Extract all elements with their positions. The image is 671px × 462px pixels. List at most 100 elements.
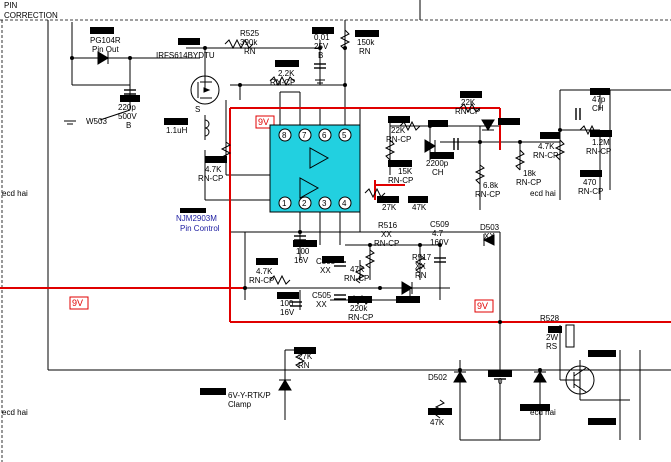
label-r525-type: RN xyxy=(244,47,256,56)
watermark-bottom-right: ecd hai xyxy=(530,408,556,417)
diodes xyxy=(97,51,547,391)
svg-text:9V: 9V xyxy=(258,117,269,127)
label-r220k-val: 220k xyxy=(350,304,368,313)
label-d503: D503 xyxy=(480,223,500,232)
label-c509: C509 xyxy=(430,220,450,229)
label-d502: D502 xyxy=(428,373,448,382)
ic-ref-tag xyxy=(180,208,206,213)
junctions xyxy=(70,46,562,372)
label-r15k-val: 15K xyxy=(398,167,413,176)
label-pin-out: Pin Out xyxy=(92,45,119,54)
inductor xyxy=(204,119,210,137)
label-r528-type: RS xyxy=(546,342,557,351)
label-r68k-val: 6.8k xyxy=(483,181,499,190)
label-pin-out-part: PG104R xyxy=(90,36,121,45)
label-d503-val: XX xyxy=(484,232,495,241)
label-r528-watt: 2W xyxy=(546,333,558,342)
label-r150k-val: 150k xyxy=(357,38,375,47)
fet-source-label: S xyxy=(195,105,200,114)
label-cap100-a-volt: 16V xyxy=(294,256,309,265)
label-cap100-b-val: 100 xyxy=(280,299,294,308)
svg-text:9V: 9V xyxy=(477,301,488,311)
label-cap-top-val: 0.01 xyxy=(314,33,330,42)
label-r22k-top: 2.2K xyxy=(278,69,295,78)
component-labels: PG104R Pin Out IRFS614BYDTU R525 390k RN… xyxy=(86,29,611,427)
label-r27k-low-val: 27K xyxy=(298,352,313,361)
label-r516-val: XX xyxy=(381,230,392,239)
ic-pin-7: 7 xyxy=(302,131,307,140)
label-cap47p-type: CH xyxy=(592,104,604,113)
watermark-right: ecd hai xyxy=(530,189,556,198)
label-cap220p-type: B xyxy=(126,121,131,130)
label-9v-c: 9V xyxy=(474,299,494,313)
label-cap100-a-val: 100 xyxy=(296,247,310,256)
ic-name: NJM2903M xyxy=(176,214,217,223)
label-cap220p-val: 220p xyxy=(118,103,136,112)
resistors xyxy=(220,29,601,419)
label-cap470-val: 470 xyxy=(583,178,597,187)
label-r47k-low-type: RN-CP xyxy=(249,276,274,285)
label-r22k-a-val: 22K xyxy=(391,126,406,135)
label-cap-top-type: B xyxy=(318,51,323,60)
npn-transistor xyxy=(565,365,595,395)
label-r27k-mid: 27K xyxy=(382,203,397,212)
label-r517: R517 xyxy=(412,253,432,262)
label-cap470-type: RN-CP xyxy=(578,187,603,196)
ic-pin-1: 1 xyxy=(282,199,287,208)
title-line2: CORRECTION xyxy=(4,11,58,20)
label-inductor: 1.1uH xyxy=(166,126,188,135)
ic-function: Pin Control xyxy=(180,224,220,233)
label-cap100-b-volt: 16V xyxy=(280,308,295,317)
label-cap2200p-type: CH xyxy=(432,168,444,177)
label-9v-b: 9V xyxy=(69,296,89,310)
label-cap-top-volt: 25V xyxy=(314,42,329,51)
label-r12m-type: RN-CP xyxy=(586,147,611,156)
label-r220k-type: RN-CP xyxy=(348,313,373,322)
label-r22k-b-type: RN-CP xyxy=(455,107,480,116)
title-line1: PIN xyxy=(4,1,18,10)
label-r47k-left-type: RN-CP xyxy=(198,174,223,183)
label-r18k-val: 18k xyxy=(523,169,537,178)
label-r516: R516 xyxy=(378,221,398,230)
ic-pin-4: 4 xyxy=(342,199,347,208)
label-r47k-right-type: RN-CP xyxy=(533,151,558,160)
label-r47k-right-val: 4.7K xyxy=(538,142,555,151)
label-r15k-type: RN-CP xyxy=(388,176,413,185)
label-r150k-type: RN xyxy=(359,47,371,56)
label-fet: IRFS614BYDTU xyxy=(156,51,215,60)
ic-pin-2: 2 xyxy=(302,199,307,208)
label-r22k-top-type: RN-CP xyxy=(270,78,295,87)
label-cap2200p-val: 2200p xyxy=(426,159,449,168)
watermark-left: ecd hai xyxy=(2,189,28,198)
ic-pin-3: 3 xyxy=(322,199,327,208)
watermark-bottom-left: ecd hai xyxy=(2,408,28,417)
frame xyxy=(0,19,671,462)
fet-transistor xyxy=(190,75,220,105)
svg-text:9V: 9V xyxy=(72,298,83,308)
label-r47k-low-val: 4.7K xyxy=(256,267,273,276)
label-r47k-c508-val: 47K xyxy=(350,265,365,274)
label-r525: R525 xyxy=(240,29,260,38)
label-c508-val: XX xyxy=(320,266,331,275)
label-zener-func: Clamp xyxy=(228,400,252,409)
label-zener-val: 6V-Y-RTK/P xyxy=(228,391,271,400)
label-r47k-c508-type: RN-CP xyxy=(344,274,369,283)
label-r528: R528 xyxy=(540,314,560,323)
label-r22k-b-val: 22K xyxy=(461,98,476,107)
ref-tags xyxy=(90,27,616,425)
label-r47k-mid: 47K xyxy=(412,203,427,212)
label-cap47p-val: 47p xyxy=(592,95,606,104)
label-r525-val: 390k xyxy=(240,38,258,47)
label-w503: W503 xyxy=(86,117,107,126)
label-r12m-val: 1.2M xyxy=(592,138,610,147)
ic-pin-8: 8 xyxy=(282,131,287,140)
label-r18k-type: RN-CP xyxy=(516,178,541,187)
label-c505-val: XX xyxy=(316,300,327,309)
supply-rails-9v xyxy=(0,107,671,323)
label-r27k-low-type: RN xyxy=(298,361,310,370)
label-r516-type: RN-CP xyxy=(374,239,399,248)
ic-njm2903m: 8 7 6 5 1 2 3 4 xyxy=(269,124,361,213)
label-r47k-left-val: 4.7K xyxy=(205,165,222,174)
grounds xyxy=(64,79,325,125)
